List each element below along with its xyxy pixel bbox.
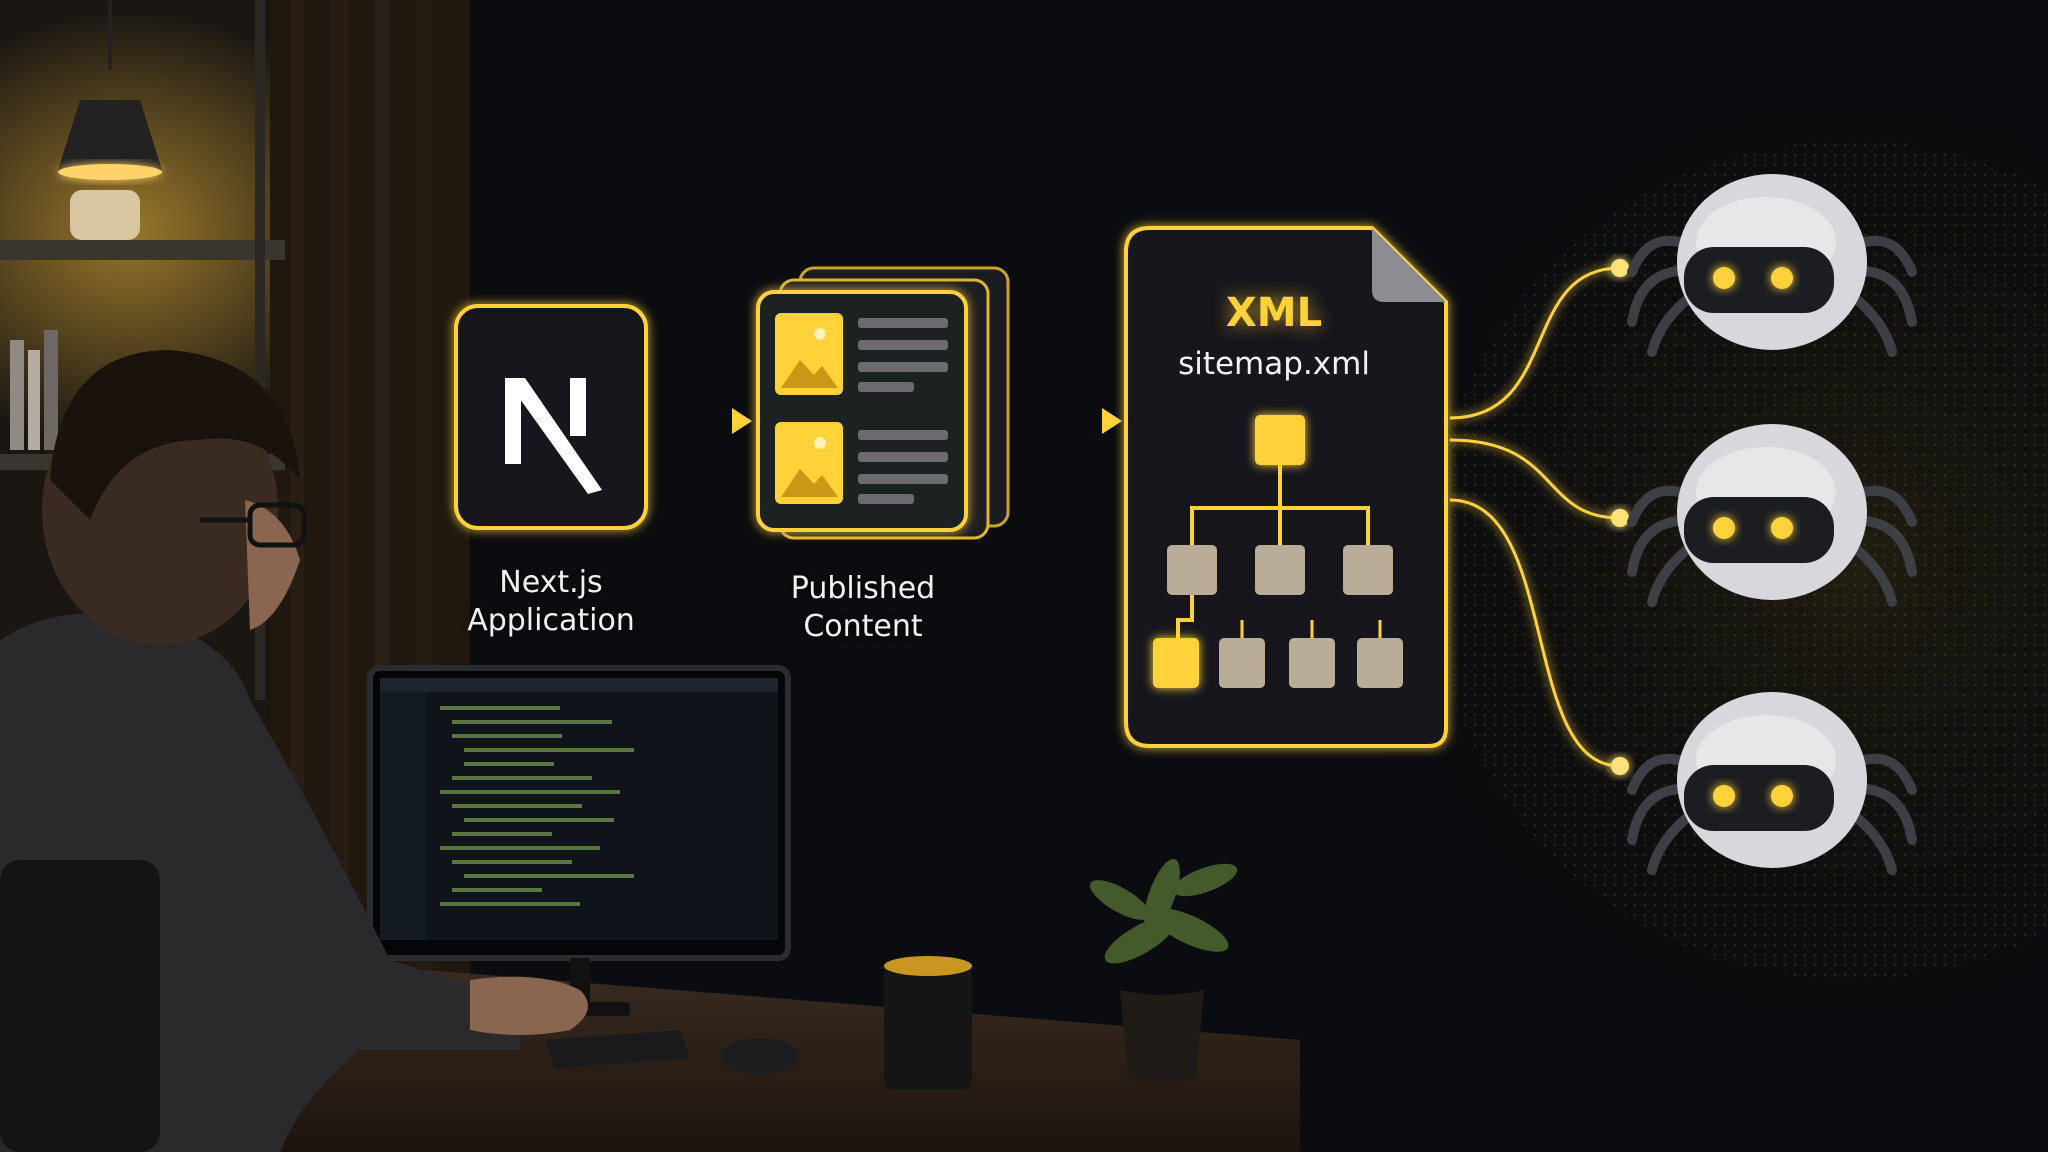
published-content-node xyxy=(756,266,1010,540)
published-content-label-line2: Content xyxy=(803,609,923,644)
nextjs-label-line2: Application xyxy=(467,603,635,638)
nextjs-label: Next.js Application xyxy=(446,564,656,640)
text-lines-icon xyxy=(858,430,948,504)
published-content-label-line1: Published xyxy=(790,571,936,606)
robot-spider-icon xyxy=(1627,424,1917,607)
coffee-mug xyxy=(884,956,972,1090)
mouse xyxy=(720,1038,800,1074)
published-content-label: Published Content xyxy=(758,570,968,646)
image-thumbnail-icon xyxy=(775,313,843,395)
sitemap-node xyxy=(1124,226,1448,748)
text-lines-icon xyxy=(858,318,948,392)
keyboard xyxy=(545,1030,690,1068)
nextjs-label-line1: Next.js xyxy=(499,565,603,600)
robot-spider-icon xyxy=(1627,692,1917,875)
nextjs-logo-icon xyxy=(505,378,602,494)
connector-next-to-content xyxy=(655,408,752,434)
connectors-to-crawlers xyxy=(1449,266,1621,768)
connector-content-to-sitemap xyxy=(1015,408,1122,434)
nextjs-node xyxy=(454,304,648,530)
sitemap-tree xyxy=(1153,415,1403,688)
robot-spider-icon xyxy=(1627,174,1917,357)
potted-plant xyxy=(1089,859,1238,1082)
glasses-icon xyxy=(200,502,307,548)
monitor xyxy=(367,665,791,1016)
developer-person xyxy=(0,350,588,1152)
sitemap-title: XML xyxy=(1225,290,1323,336)
image-thumbnail-icon xyxy=(775,422,843,504)
sitemap-filename: sitemap.xml xyxy=(1178,346,1370,382)
